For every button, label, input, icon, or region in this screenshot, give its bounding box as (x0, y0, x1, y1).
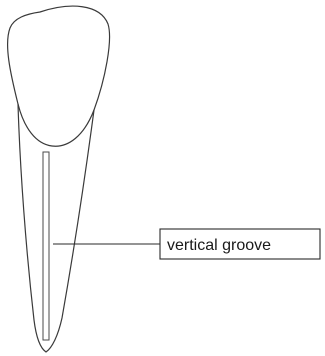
tooth-root (18, 104, 94, 352)
groove-label: vertical groove (167, 237, 271, 254)
vertical-groove (43, 152, 49, 340)
tooth-crown (8, 6, 110, 146)
